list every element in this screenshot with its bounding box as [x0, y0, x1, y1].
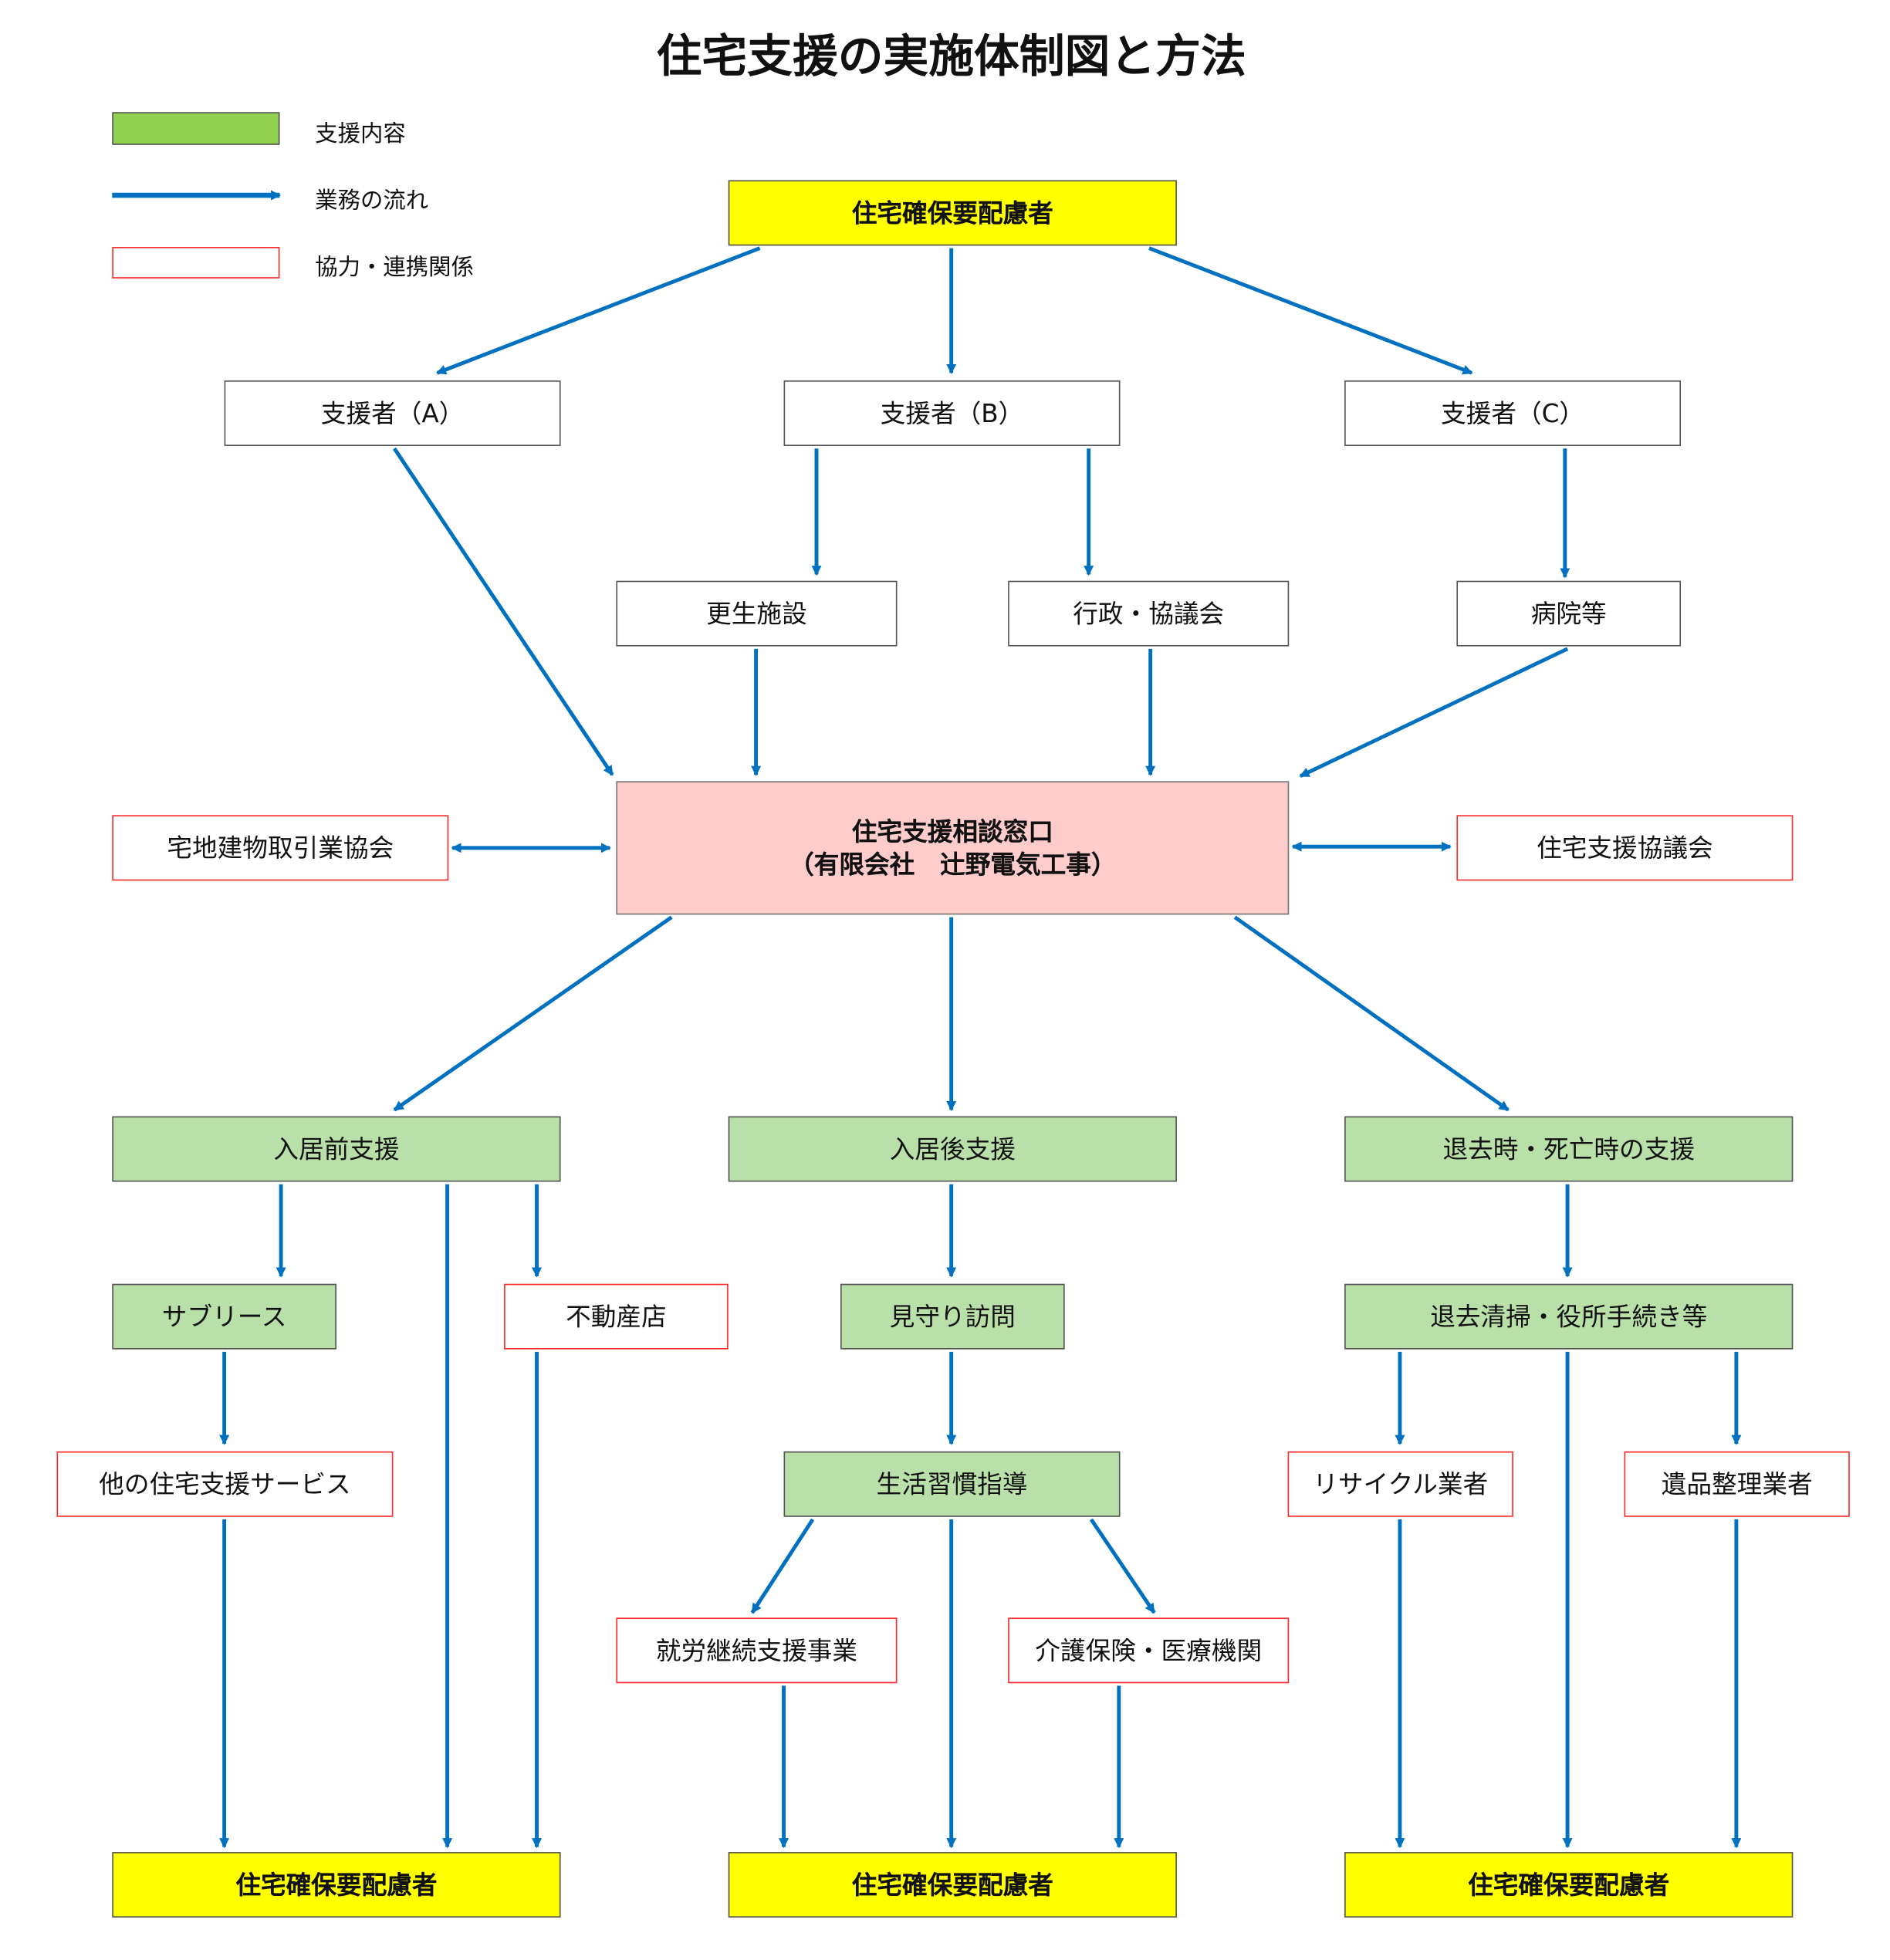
exit-cleanup: 退去清掃・役所手続き等	[1344, 1283, 1794, 1350]
housing-support-council: 住宅支援協議会	[1456, 815, 1794, 881]
center-company: （有限会社 辻野電気工事）	[789, 849, 1117, 880]
flow-arrow	[1233, 915, 1510, 1112]
consultation-center: 住宅支援相談窓口 （有限会社 辻野電気工事）	[616, 781, 1290, 915]
bottom-target-2: 住宅確保要配慮者	[728, 1852, 1177, 1918]
flow-arrow	[750, 1518, 815, 1614]
supporter-a: 支援者（A）	[224, 380, 561, 446]
other-housing-services: 他の住宅支援サービス	[56, 1451, 394, 1517]
supporter-c: 支援者（C）	[1344, 380, 1682, 446]
legend-work-flow: 業務の流れ	[315, 188, 429, 215]
flow-arrow	[1148, 246, 1473, 375]
phase-exit: 退去時・死亡時の支援	[1344, 1116, 1794, 1182]
phase-pre-move: 入居前支援	[112, 1116, 561, 1182]
realestate-association: 宅地建物取引業協会	[112, 815, 449, 881]
government-council: 行政・協議会	[1008, 580, 1290, 647]
lifestyle-guidance: 生活習慣指導	[783, 1451, 1121, 1517]
rehab-facility: 更生施設	[616, 580, 898, 647]
watch-visit: 見守り訪問	[840, 1283, 1065, 1350]
flow-arrow	[393, 915, 673, 1112]
diagram-title: 住宅支援の実施体制図と方法	[656, 31, 1246, 83]
phase-post-move: 入居後支援	[728, 1116, 1177, 1182]
realtor: 不動産店	[504, 1283, 729, 1350]
supporter-b: 支援者（B）	[783, 380, 1121, 446]
estate-clearing-vendor: 遺品整理業者	[1624, 1451, 1850, 1517]
sublease: サブリース	[112, 1283, 336, 1350]
flow-arrow	[1299, 647, 1569, 778]
legend-red-swatch	[112, 247, 280, 279]
top-target-box: 住宅確保要配慮者	[728, 180, 1177, 246]
legend-cooperation: 協力・連携関係	[315, 254, 474, 282]
hospitals: 病院等	[1456, 580, 1682, 647]
center-name: 住宅支援相談窓口	[851, 816, 1053, 847]
recycle-vendor: リサイクル業者	[1287, 1451, 1513, 1517]
flow-arrow	[1089, 1518, 1156, 1614]
legend-green-swatch	[112, 112, 280, 145]
care-medical: 介護保険・医療機関	[1008, 1617, 1290, 1684]
bottom-target-3: 住宅確保要配慮者	[1344, 1852, 1794, 1918]
legend-support-content: 支援内容	[315, 120, 406, 148]
flow-arrow	[392, 447, 614, 776]
bottom-target-1: 住宅確保要配慮者	[112, 1852, 561, 1918]
flow-arrow	[436, 246, 761, 375]
employment-support: 就労継続支援事業	[616, 1617, 898, 1684]
